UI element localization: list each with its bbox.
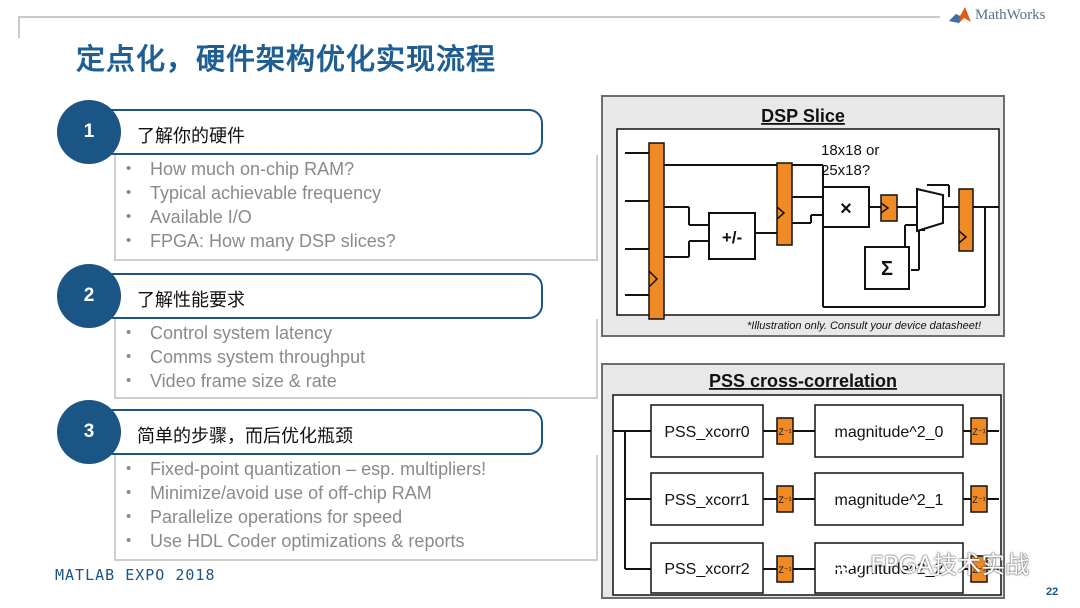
step-number-badge: 3 xyxy=(57,400,121,464)
step-heading-box: 简单的步骤，而后优化瓶颈 xyxy=(91,409,543,455)
bullet-item: Parallelize operations for speed xyxy=(116,505,596,529)
delay-label: Z⁻¹ xyxy=(778,427,791,437)
accumulator-block xyxy=(864,246,910,290)
pss-title: PSS cross-correlation xyxy=(709,371,897,391)
mult-size-label: 25x18? xyxy=(821,162,870,179)
delay-label: Z⁻¹ xyxy=(778,565,791,575)
step-number-badge: 2 xyxy=(57,264,121,328)
watermark: FPGA技术实战 xyxy=(828,545,1029,580)
dsp-slice-diagram: DSP Slice xyxy=(601,95,1005,337)
magnitude-block xyxy=(814,472,964,526)
pss-xcorr-block xyxy=(650,472,764,526)
bullet-item: Typical achievable frequency xyxy=(116,181,596,205)
delay-block xyxy=(776,555,794,583)
bullet-item: Video frame size & rate xyxy=(116,369,596,393)
accumulator-label: Σ xyxy=(881,258,893,280)
bullet-item: Use HDL Coder optimizations & reports xyxy=(116,529,596,553)
delay-block xyxy=(776,485,794,513)
pss-diagram: PSS cross-correlation PSS_xcorr0 Z⁻¹ mag… xyxy=(601,363,1005,599)
bullet-item: Available I/O xyxy=(116,205,596,229)
bullet-item: Control system latency xyxy=(116,321,596,345)
step-heading: 了解性能要求 xyxy=(137,290,245,311)
step-heading-box: 了解性能要求 xyxy=(91,273,543,319)
pss-xcorr-block xyxy=(650,542,764,594)
page-number: 22 xyxy=(1046,586,1059,598)
pss-xcorr-label: PSS_xcorr1 xyxy=(664,492,749,509)
clock-triangle xyxy=(880,202,890,214)
magnitude-block xyxy=(814,404,964,458)
mux-block xyxy=(916,187,944,233)
adder-block xyxy=(708,212,756,260)
footer-event-label: MATLAB EXPO 2018 xyxy=(55,566,216,584)
dsp-note: *Illustration only. Consult your device … xyxy=(747,320,981,332)
step-bullet-box: Fixed-point quantization – esp. multipli… xyxy=(114,455,598,561)
delay-label: Z⁻¹ xyxy=(778,495,791,505)
wechat-icon xyxy=(829,548,863,576)
magnitude-label: magnitude^2_1 xyxy=(835,492,944,509)
step-number-badge: 1 xyxy=(57,100,121,164)
step-bullet-box: Control system latency Comms system thro… xyxy=(114,319,598,399)
pss-xcorr-block xyxy=(650,404,764,458)
delay-label: Z⁻¹ xyxy=(972,565,985,575)
mathworks-logo: MathWorks xyxy=(948,6,1045,24)
clock-triangle xyxy=(958,230,968,244)
delay-block xyxy=(970,555,988,583)
mult-size-label: 18x18 or xyxy=(821,142,879,159)
step-heading: 简单的步骤，而后优化瓶颈 xyxy=(137,426,353,447)
pre-adder-register xyxy=(776,162,793,246)
brand-name: MathWorks xyxy=(975,6,1046,23)
dsp-title: DSP Slice xyxy=(761,106,845,126)
pss-wires xyxy=(613,430,999,570)
multiplier-block xyxy=(822,186,870,228)
delay-block xyxy=(776,417,794,445)
step-heading: 了解你的硬件 xyxy=(137,126,245,147)
magnitude-label: magnitude^2_0 xyxy=(835,424,944,441)
delay-label: Z⁻¹ xyxy=(972,427,985,437)
adder-label: +/- xyxy=(722,228,742,247)
multiplier-label: × xyxy=(840,198,852,220)
magnitude-block xyxy=(814,542,964,594)
pss-xcorr-label: PSS_xcorr0 xyxy=(664,424,749,441)
clock-triangle xyxy=(648,270,659,288)
bullet-item: FPGA: How many DSP slices? xyxy=(116,229,596,253)
step-bullet-box: How much on-chip RAM? Typical achievable… xyxy=(114,155,598,261)
slide-title: 定点化，硬件架构优化实现流程 xyxy=(76,42,497,76)
input-register xyxy=(648,142,665,320)
watermark-text: FPGA技术实战 xyxy=(870,551,1030,579)
bullet-item: Fixed-point quantization – esp. multipli… xyxy=(116,457,596,481)
clock-triangle xyxy=(776,206,786,220)
delay-block xyxy=(970,485,988,513)
step-heading-box: 了解你的硬件 xyxy=(91,109,543,155)
delay-block xyxy=(970,417,988,445)
output-register xyxy=(958,188,974,252)
bullet-item: How much on-chip RAM? xyxy=(116,157,596,181)
pss-xcorr-label: PSS_xcorr2 xyxy=(664,561,749,578)
delay-label: Z⁻¹ xyxy=(972,495,985,505)
membrane-icon xyxy=(949,7,971,23)
bullet-item: Comms system throughput xyxy=(116,345,596,369)
bullet-item: Minimize/avoid use of off-chip RAM xyxy=(116,481,596,505)
header-rule xyxy=(18,16,940,38)
